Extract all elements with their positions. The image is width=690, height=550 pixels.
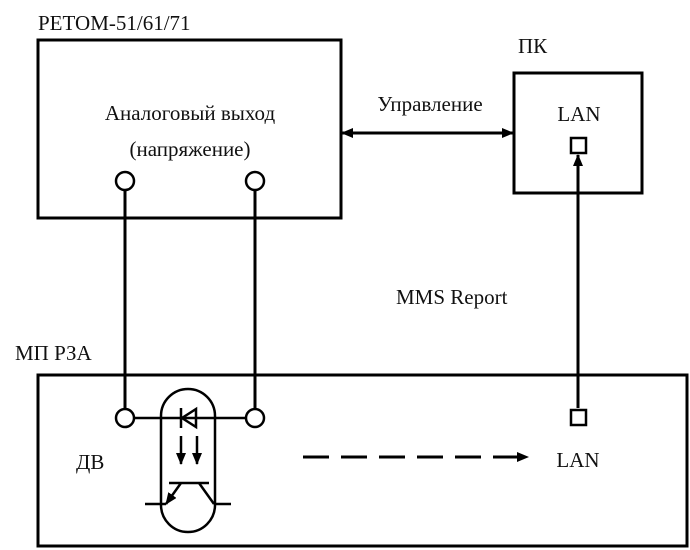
retom-box xyxy=(36,38,343,220)
optocoupler-icon xyxy=(145,387,231,534)
relay-terminal-left xyxy=(114,407,136,429)
relay-terminal-right xyxy=(244,407,266,429)
retom-output-sublabel: (напряжение) xyxy=(129,137,250,161)
retom-output-label: Аналоговый выход xyxy=(105,101,276,125)
pc-lan-port-icon xyxy=(569,136,588,155)
mms-label: MMS Report xyxy=(396,285,508,309)
pc-block: ПК LAN xyxy=(512,34,644,195)
relay-block: МП РЗА ДВ LAN xyxy=(15,341,689,548)
relay-title: МП РЗА xyxy=(15,341,93,365)
relay-lan-port-icon xyxy=(569,408,588,427)
pc-lan-label: LAN xyxy=(557,102,600,126)
relay-box xyxy=(36,373,689,548)
relay-lan-label: LAN xyxy=(556,448,599,472)
retom-terminal-right xyxy=(244,170,266,192)
retom-terminal-left xyxy=(114,170,136,192)
pc-title: ПК xyxy=(518,34,548,58)
retom-block: РЕТОМ-51/61/71 Аналоговый выход (напряже… xyxy=(36,11,343,220)
control-label: Управление xyxy=(377,92,482,116)
discrete-input-label: ДВ xyxy=(76,450,104,474)
retom-title: РЕТОМ-51/61/71 xyxy=(38,11,191,35)
